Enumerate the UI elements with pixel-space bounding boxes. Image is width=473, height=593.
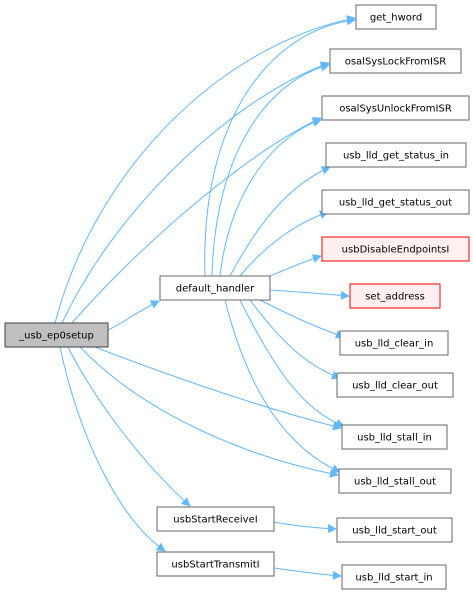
node-osalSysUnlockFromISR[interactable]: osalSysUnlockFromISR	[321, 95, 470, 121]
edge-usb_ep0setup-to-usbStartReceiveI	[67, 346, 191, 507]
edge-usb_ep0setup-to-osalSysUnlockFromISR	[71, 117, 322, 324]
node-label-get_hword: get_hword	[370, 13, 422, 24]
nodes-layer: _usb_ep0setup default_handler usbStartRece…	[4, 4, 470, 590]
node-set_address[interactable]: set_address	[349, 283, 441, 309]
node-usbDisableEndpointsI[interactable]: usbDisableEndpointsI	[321, 236, 470, 262]
edge-usb_ep0setup-to-usb_lld_stall_out	[79, 346, 339, 478]
node-get_hword[interactable]: get_hword	[355, 4, 437, 30]
node-usb_lld_get_status_in[interactable]: usb_lld_get_status_in	[325, 142, 467, 168]
node-box-usb_lld_start_out	[336, 517, 453, 543]
node-box-usbStartTransmitI	[156, 551, 275, 577]
node-label-usbStartTransmitI: usbStartTransmitI	[171, 560, 259, 571]
edge-default_handler-to-usb_lld_stall_in	[239, 299, 345, 428]
edge-default_handler-to-usb_lld_get_status_out	[239, 210, 329, 277]
node-label-usb_lld_get_status_out: usb_lld_get_status_out	[339, 198, 452, 209]
node-label-usb_lld_stall_in: usb_lld_stall_in	[357, 433, 432, 444]
edge-usb_ep0setup-to-usbStartTransmitI	[59, 346, 166, 552]
edge-usb_ep0setup-to-get_hword	[54, 15, 356, 324]
node-box-usb_ep0setup	[4, 322, 109, 348]
node-usb_lld_start_out[interactable]: usb_lld_start_out	[336, 517, 453, 543]
edge-default_handler-to-usbDisableEndpointsI	[264, 254, 322, 279]
node-label-usbStartReceiveI: usbStartReceiveI	[173, 515, 257, 526]
node-label-usb_lld_start_out: usb_lld_start_out	[352, 526, 437, 537]
edge-default_handler-to-set_address	[269, 289, 350, 300]
node-usbStartTransmitI[interactable]: usbStartTransmitI	[156, 551, 275, 577]
edge-usbStartReceiveI-to-usb_lld_start_out	[273, 521, 337, 534]
node-label-usb_lld_start_in: usb_lld_start_in	[355, 573, 432, 584]
node-usb_lld_clear_in[interactable]: usb_lld_clear_in	[339, 330, 449, 356]
edge-default_handler-to-get_hword	[204, 16, 356, 277]
node-box-get_hword	[355, 4, 437, 30]
edge-usbStartTransmitI-to-usb_lld_start_in	[273, 567, 342, 580]
edge-default_handler-to-usb_lld_clear_in	[259, 299, 345, 339]
edge-default_handler-to-usb_lld_get_status_in	[229, 166, 331, 277]
edge-default_handler-to-osalSysUnlockFromISR	[219, 118, 322, 277]
node-box-usb_lld_clear_in	[339, 330, 449, 356]
node-box-osalSysUnlockFromISR	[321, 95, 470, 121]
node-label-set_address: set_address	[365, 292, 425, 303]
node-usb_lld_get_status_out[interactable]: usb_lld_get_status_out	[321, 189, 470, 215]
edges-layer	[54, 15, 356, 580]
node-box-set_address	[349, 283, 441, 309]
node-usbStartReceiveI[interactable]: usbStartReceiveI	[156, 506, 275, 532]
node-usb_ep0setup[interactable]: _usb_ep0setup	[4, 322, 109, 348]
edge-default_handler-to-osalSysLockFromISR	[211, 62, 330, 277]
node-box-usb_lld_start_in	[341, 564, 447, 590]
node-label-usbDisableEndpointsI: usbDisableEndpointsI	[342, 245, 450, 256]
node-usb_lld_clear_out[interactable]: usb_lld_clear_out	[336, 372, 454, 398]
node-box-usb_lld_clear_out	[336, 372, 454, 398]
edge-usb_ep0setup-to-osalSysLockFromISR	[61, 61, 330, 324]
edge-default_handler-to-usb_lld_stall_out	[224, 299, 341, 473]
node-box-usb_lld_get_status_out	[321, 189, 470, 215]
node-box-usb_lld_stall_in	[341, 424, 448, 450]
node-label-osalSysLockFromISR: osalSysLockFromISR	[345, 57, 447, 68]
node-box-osalSysLockFromISR	[329, 48, 462, 74]
node-box-usb_lld_stall_out	[338, 468, 452, 494]
node-box-usbDisableEndpointsI	[321, 236, 470, 262]
node-usb_lld_start_in[interactable]: usb_lld_start_in	[341, 564, 447, 590]
node-label-usb_lld_stall_out: usb_lld_stall_out	[354, 477, 436, 488]
node-box-usb_lld_get_status_in	[325, 142, 467, 168]
node-label-usb_lld_get_status_in: usb_lld_get_status_in	[343, 151, 449, 162]
node-label-osalSysUnlockFromISR: osalSysUnlockFromISR	[339, 104, 452, 115]
edge-usb_ep0setup-to-usb_lld_stall_in	[94, 346, 342, 431]
edge-usb_ep0setup-to-default_handler	[107, 300, 160, 331]
node-usb_lld_stall_out[interactable]: usb_lld_stall_out	[338, 468, 452, 494]
node-label-default_handler: default_handler	[176, 284, 255, 295]
node-usb_lld_stall_in[interactable]: usb_lld_stall_in	[341, 424, 448, 450]
node-label-usb_lld_clear_in: usb_lld_clear_in	[355, 339, 434, 350]
edge-default_handler-to-usb_lld_clear_out	[249, 299, 341, 380]
node-box-default_handler	[159, 275, 271, 301]
node-label-usb_lld_clear_out: usb_lld_clear_out	[352, 381, 438, 392]
node-box-usbStartReceiveI	[156, 506, 275, 532]
node-osalSysLockFromISR[interactable]: osalSysLockFromISR	[329, 48, 462, 74]
node-label-usb_ep0setup: _usb_ep0setup	[18, 331, 94, 342]
node-default_handler[interactable]: default_handler	[159, 275, 271, 301]
